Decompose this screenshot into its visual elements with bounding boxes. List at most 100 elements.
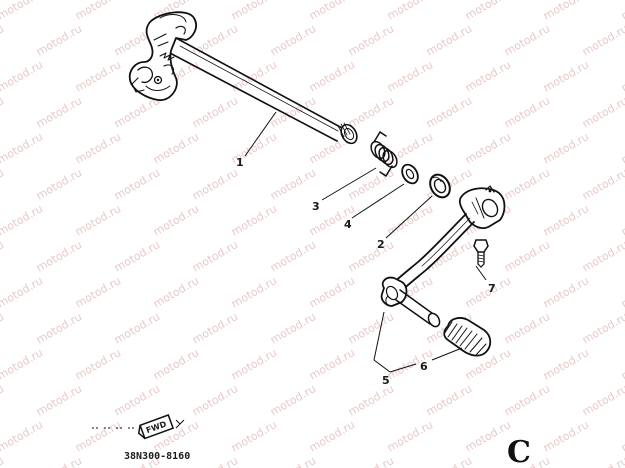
watermark-text: motod.ru (502, 22, 552, 58)
watermark-text: motod.ru (385, 0, 435, 23)
watermark-text: motod.ru (424, 382, 474, 418)
watermark-text: motod.ru (0, 202, 45, 238)
watermark-text: motod.ru (229, 274, 279, 310)
watermark-text: motod.ru (502, 238, 552, 274)
section-letter: C (507, 435, 531, 468)
watermark-text: motod.ru (112, 238, 162, 274)
watermark-text: motod.ru (229, 202, 279, 238)
watermark-text: motod.ru (619, 346, 625, 382)
watermark-text: motod.ru (541, 418, 591, 454)
watermark-text: motod.ru (34, 238, 84, 274)
watermark-text: motod.ru (0, 166, 6, 202)
watermark-text: motod.ru (190, 454, 240, 468)
oil-seal (429, 173, 451, 199)
watermark-text: motod.ru (619, 274, 625, 310)
rubber-peg (443, 317, 492, 357)
shift-shaft (128, 11, 358, 145)
watermark-text: motod.ru (268, 310, 318, 346)
watermark-text: motod.ru (307, 0, 357, 23)
watermark-text: motod.ru (73, 58, 123, 94)
leader-lines (244, 111, 487, 373)
watermark-text: motod.ru (34, 94, 84, 130)
watermark-text: motod.ru (502, 310, 552, 346)
watermark-text: motod.ru (346, 454, 396, 468)
watermark-text: motod.ru (0, 238, 6, 274)
watermark-text: motod.ru (73, 130, 123, 166)
watermark-text: motod.ru (0, 0, 45, 23)
watermark-text: motod.ru (0, 58, 45, 94)
watermark-text: motod.ru (0, 346, 45, 382)
watermark-text: motod.ru (73, 0, 123, 23)
diagram-part-code: 38N300-8160 (124, 451, 190, 462)
watermark-text: motod.ru (34, 454, 84, 468)
watermark-text: motod.ru (580, 22, 625, 58)
watermark-text: motod.ru (385, 58, 435, 94)
watermark-text: motod.ru (229, 418, 279, 454)
watermark-text: motod.ru (190, 22, 240, 58)
watermark-text: motod.ru (541, 0, 591, 23)
callout-1: 1 (236, 156, 244, 169)
watermark-text: motod.ru (307, 418, 357, 454)
callout-4: 4 (344, 218, 352, 231)
watermark-text: motod.ru (73, 346, 123, 382)
watermark-text: motod.ru (268, 382, 318, 418)
watermark-text: motod.ru (0, 418, 45, 454)
watermark-text: motod.ru (580, 310, 625, 346)
watermark-text: motod.ru (190, 238, 240, 274)
watermark-text: motod.ru (73, 418, 123, 454)
watermark-text: motod.ru (73, 202, 123, 238)
watermark-text: motod.ru (580, 94, 625, 130)
callout-2: 2 (377, 238, 385, 251)
watermark-text: motod.ru (0, 94, 6, 130)
callout-7: 7 (488, 282, 496, 295)
watermark-text: motod.ru (151, 130, 201, 166)
watermark-text: motod.ru (463, 418, 513, 454)
watermark-text: motod.ru (463, 0, 513, 23)
watermark-text: motod.ru (346, 22, 396, 58)
fwd-direction-symbol: FWD (92, 414, 185, 440)
watermark-text: motod.ru (619, 418, 625, 454)
watermark-text: motod.ru (385, 418, 435, 454)
callout-3: 3 (312, 200, 320, 213)
watermark-text: motod.ru (268, 22, 318, 58)
watermark-text: motod.ru (229, 346, 279, 382)
watermark-text: motod.ru (112, 310, 162, 346)
watermark-text: motod.ru (34, 166, 84, 202)
watermark-text: motod.ru (307, 58, 357, 94)
watermark-text: motod.ru (0, 22, 6, 58)
watermark-text: motod.ru (463, 130, 513, 166)
watermark-text: motod.ru (268, 166, 318, 202)
watermark-text: motod.ru (346, 94, 396, 130)
watermark-text: motod.ru (346, 238, 396, 274)
watermark-text: motod.ru (190, 94, 240, 130)
watermark-text: motod.ru (424, 22, 474, 58)
watermark-text: motod.ru (502, 94, 552, 130)
washer (401, 163, 419, 185)
torsion-spring (370, 130, 398, 178)
callout-6: 6 (420, 360, 428, 373)
watermark-text: motod.ru (190, 382, 240, 418)
watermark-text: motod.ru (112, 382, 162, 418)
pinch-bolt (473, 239, 489, 268)
watermark-text: motod.ru (541, 130, 591, 166)
watermark-text: motod.ru (346, 382, 396, 418)
watermark-text: motod.ru (0, 274, 45, 310)
watermark-text: motod.ru (541, 346, 591, 382)
watermark-text: motod.ru (346, 310, 396, 346)
watermark-text: motod.ru (0, 130, 45, 166)
watermark-text: motod.ru (619, 202, 625, 238)
watermark-text: motod.ru (268, 454, 318, 468)
watermark-text: motod.ru (34, 382, 84, 418)
watermark-text: motod.ru (580, 238, 625, 274)
watermark-text: motod.ru (502, 166, 552, 202)
watermark-text: motod.ru (541, 202, 591, 238)
watermark-text: motod.ru (151, 346, 201, 382)
watermark-text: motod.ru (424, 238, 474, 274)
watermark-text: motod.ru (541, 274, 591, 310)
watermark-text: motod.ru (0, 310, 6, 346)
watermark-text: motod.ru (112, 166, 162, 202)
watermark-text: motod.ru (385, 202, 435, 238)
